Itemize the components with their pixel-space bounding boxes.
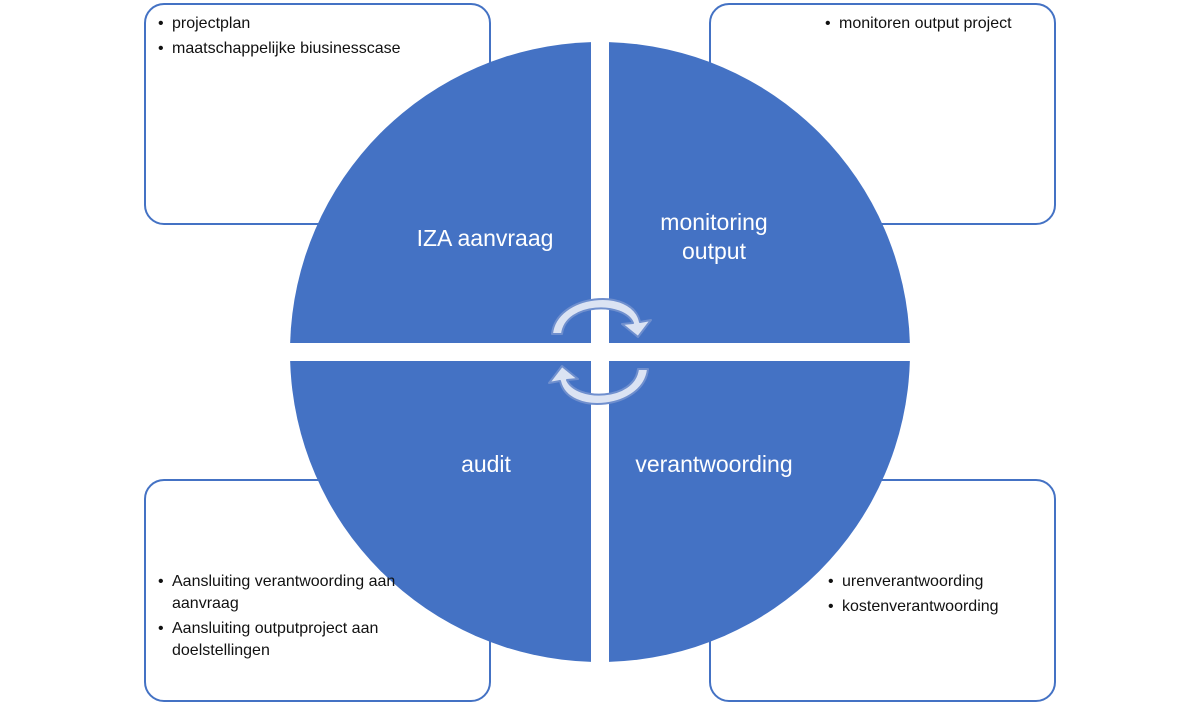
quadrant-label-top-left: IZA aanvraag [417, 225, 554, 251]
quadrant-top-right [609, 42, 910, 343]
quadrant-bottom-right [609, 361, 910, 662]
cycle-arrow-top-icon [551, 298, 652, 338]
list-item: maatschappelijke biusinesscase [158, 38, 458, 60]
quadrant-label-top-right-line2: output [682, 238, 747, 264]
box-bottom-right-list: urenverantwoording kostenverantwoording [828, 571, 1043, 621]
list-item: Aansluiting verantwoording aan aanvraag [158, 571, 458, 615]
quadrant-label-bottom-left: audit [461, 451, 511, 477]
quadrant-bottom-left [290, 361, 591, 662]
box-top-left-list: projectplan maatschappelijke biusinessca… [158, 13, 458, 63]
box-bottom-left-list: Aansluiting verantwoording aan aanvraag … [158, 571, 458, 665]
quadrant-label-top-right-line1: monitoring [660, 209, 767, 235]
list-item: urenverantwoording [828, 571, 1043, 593]
list-item: monitoren output project [825, 13, 1025, 35]
quadrant-top-left [290, 42, 591, 343]
list-item: Aansluiting outputproject aan doelstelli… [158, 618, 458, 662]
cycle-arrow-bottom-icon [548, 365, 649, 405]
quadrant-label-bottom-right: verantwoording [635, 451, 792, 477]
list-item: projectplan [158, 13, 458, 35]
box-top-right-list: monitoren output project [825, 13, 1025, 38]
cycle-arrow-icon [548, 298, 652, 405]
list-item: kostenverantwoording [828, 596, 1043, 618]
